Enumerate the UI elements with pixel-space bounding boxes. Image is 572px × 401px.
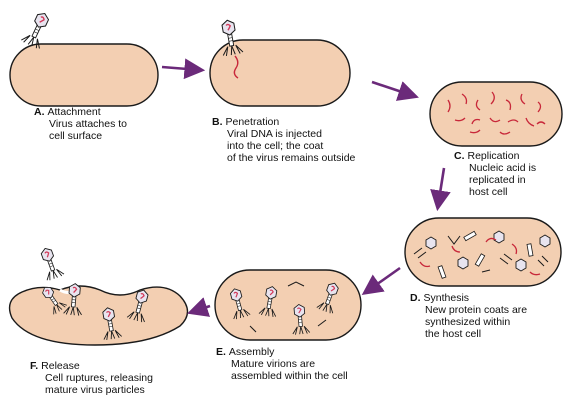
caption-synthesis: D.Synthesis New protein coats are synthe… — [410, 292, 527, 340]
step-line: Cell ruptures, releasing — [45, 372, 153, 384]
step-title: Synthesis — [423, 292, 470, 304]
caption-attachment: A.Attachment Virus attaches to cell surf… — [34, 106, 127, 142]
step-letter: D. — [410, 292, 421, 304]
step-title: Replication — [467, 150, 520, 162]
caption-assembly: E.Assembly Mature virions are assembled … — [216, 346, 348, 382]
step-line: the host cell — [425, 328, 482, 340]
viral-dna — [233, 55, 239, 79]
step-line: Viral DNA is injected — [227, 128, 322, 140]
arrow-d-to-e — [361, 266, 401, 295]
step-line: assembled within the cell — [231, 370, 348, 382]
step-line: replicated in — [469, 174, 526, 186]
step-line: Nucleic acid is — [469, 162, 537, 174]
tail-fibers — [413, 235, 549, 273]
step-line: cell surface — [49, 130, 103, 142]
step-line: Virus attaches to — [49, 118, 128, 130]
step-letter: C. — [454, 150, 465, 162]
step-line: mature virus particles — [45, 384, 145, 396]
step-line: New protein coats are — [425, 304, 528, 316]
cell-attachment — [9, 8, 159, 107]
step-line: into the cell; the coat — [227, 140, 324, 152]
step-title: Attachment — [47, 106, 101, 118]
protein-coats — [425, 230, 551, 279]
step-line: of the virus remains outside — [227, 152, 356, 164]
step-line: Mature virions are — [231, 358, 316, 370]
caption-replication: C.Replication Nucleic acid is replicated… — [454, 150, 536, 198]
tail-fibers — [249, 281, 327, 333]
step-title: Release — [41, 360, 80, 372]
caption-release: F.Release Cell ruptures, releasing matur… — [30, 360, 153, 396]
arrow-c-to-d — [430, 167, 451, 212]
cell-replication — [429, 81, 563, 147]
released-phage-icon — [35, 244, 65, 282]
cell-release — [8, 244, 189, 346]
cell-assembly — [214, 269, 362, 341]
step-letter: F. — [30, 360, 39, 372]
step-letter: B. — [212, 116, 223, 128]
flow-arrows — [161, 58, 451, 317]
step-letter: E. — [216, 346, 226, 358]
step-title: Penetration — [225, 116, 280, 128]
step-line: host cell — [469, 186, 508, 198]
cell-synthesis — [404, 217, 562, 287]
cell-penetration — [209, 17, 351, 107]
replicated-dna — [447, 91, 546, 135]
arrow-e-to-f — [187, 297, 211, 317]
step-letter: A. — [34, 106, 45, 118]
viral-dna — [419, 237, 541, 276]
caption-penetration: B.Penetration Viral DNA is injected into… — [212, 116, 355, 164]
arrow-a-to-b — [161, 58, 206, 80]
step-line: synthesized within — [425, 316, 511, 328]
step-title: Assembly — [228, 346, 275, 358]
arrow-b-to-c — [371, 80, 419, 101]
